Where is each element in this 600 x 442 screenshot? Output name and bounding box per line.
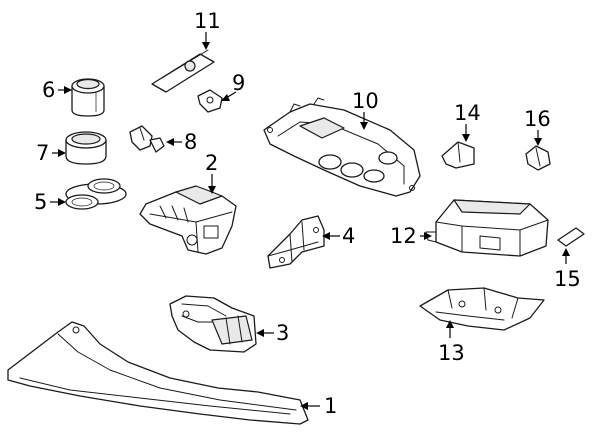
callout-label-6: 6 xyxy=(42,78,55,102)
callout-16: 16 xyxy=(524,107,551,146)
part-2-shifter-bracket xyxy=(139,185,237,255)
part-14-cover-bracket xyxy=(441,141,475,169)
part-15-pad xyxy=(557,227,585,247)
callout-label-14: 14 xyxy=(454,101,481,125)
callout-label-3: 3 xyxy=(276,321,289,345)
callout-2: 2 xyxy=(205,151,218,194)
callout-label-15: 15 xyxy=(554,267,581,291)
part-13-mounting-plate xyxy=(419,287,545,331)
part-7-cup-sleeve xyxy=(65,131,107,165)
callout-1: 1 xyxy=(300,394,337,418)
callout-label-7: 7 xyxy=(36,141,49,165)
part-5-cup-ring xyxy=(65,178,127,210)
part-8-connector xyxy=(129,125,165,153)
callout-15: 15 xyxy=(554,248,581,291)
callout-3: 3 xyxy=(256,321,289,345)
callout-label-10: 10 xyxy=(352,89,379,113)
part-9-clip xyxy=(197,89,223,113)
callout-5: 5 xyxy=(34,190,66,214)
callout-12: 12 xyxy=(390,224,432,248)
callout-label-1: 1 xyxy=(324,394,337,418)
part-6-cup-holder xyxy=(71,78,105,117)
callout-label-12: 12 xyxy=(390,224,417,248)
callout-label-4: 4 xyxy=(342,224,355,248)
part-16-connector-plug xyxy=(525,145,551,171)
callout-10: 10 xyxy=(352,89,379,130)
callout-label-13: 13 xyxy=(438,341,465,365)
callout-label-16: 16 xyxy=(524,107,551,131)
part-1-side-trim-panel xyxy=(7,321,309,425)
part-3-console-base xyxy=(169,295,257,353)
callout-label-5: 5 xyxy=(34,190,47,214)
part-11-harness-strip xyxy=(151,49,215,93)
callout-label-11: 11 xyxy=(194,9,221,33)
part-10-console-bezel xyxy=(263,97,421,197)
callout-9: 9 xyxy=(221,71,245,101)
callout-label-8: 8 xyxy=(184,130,197,154)
callout-8: 8 xyxy=(166,130,197,154)
callout-label-2: 2 xyxy=(205,151,218,175)
callout-6: 6 xyxy=(42,78,72,102)
callout-label-9: 9 xyxy=(232,71,245,95)
callout-11: 11 xyxy=(194,9,221,50)
part-4-support-bracket xyxy=(267,215,325,269)
callout-13: 13 xyxy=(438,320,465,365)
callout-14: 14 xyxy=(454,101,481,142)
callout-7: 7 xyxy=(36,141,66,165)
callout-4: 4 xyxy=(322,224,355,248)
part-12-control-module xyxy=(425,199,549,257)
